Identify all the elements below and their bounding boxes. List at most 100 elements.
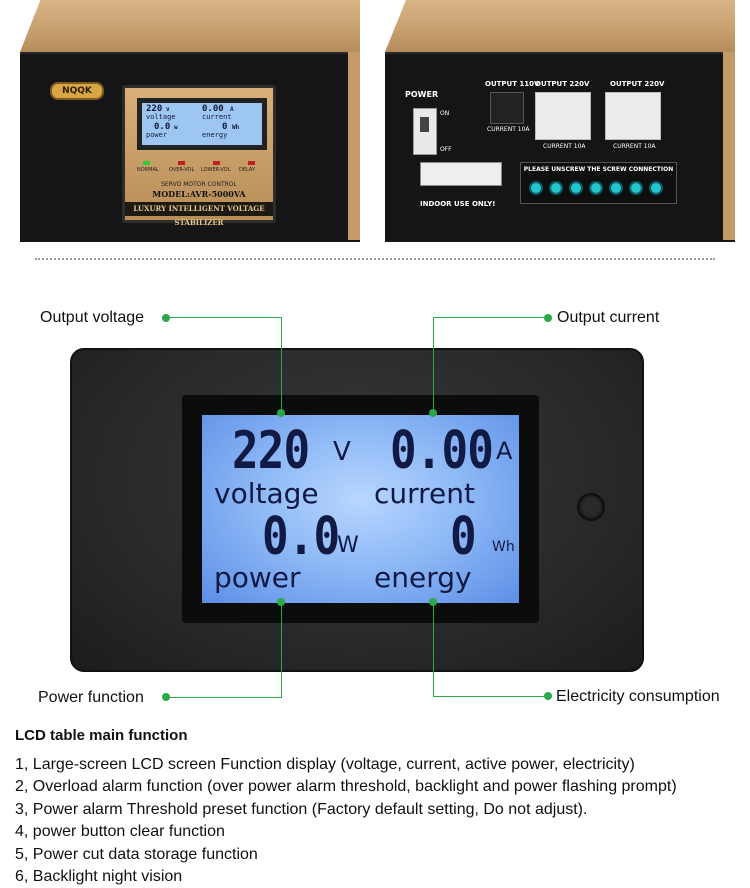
indicator-label: NORMAL: [137, 167, 159, 173]
callout-dot: [544, 314, 552, 322]
callout-line: [433, 317, 548, 318]
terminal-screw: [549, 181, 563, 195]
callout-dot: [162, 693, 170, 701]
callout-electricity-consumption: Electricity consumption: [556, 688, 720, 705]
callout-line: [281, 602, 282, 698]
outlet-label: OUTPUT 220V: [535, 80, 590, 88]
mini-lcd-voltage-unit: v: [166, 106, 170, 113]
callout-output-current: Output current: [557, 309, 660, 326]
callout-line: [433, 602, 434, 697]
mini-lcd-current-unit: A: [230, 106, 234, 113]
indicator-label: OVER-VOL: [169, 167, 195, 173]
off-label: OFF: [440, 146, 452, 153]
cabinet-top: [20, 0, 360, 52]
terminal-screw: [609, 181, 623, 195]
brand-badge: NQQK: [50, 82, 104, 100]
callout-line: [166, 317, 282, 318]
callout-line: [433, 696, 548, 697]
voltage-reading: 220: [232, 421, 310, 481]
list-item: 6, Backlight night vision: [15, 868, 183, 886]
mini-lcd-power: 0.0: [154, 122, 171, 132]
over-vol-led: [178, 161, 185, 165]
terminal-block: PLEASE UNSCREW THE SCREW CONNECTION: [520, 162, 677, 204]
power-unit: W: [337, 533, 359, 558]
lower-vol-led: [213, 161, 220, 165]
product-name-strip: LUXURY INTELLIGENT VOLTAGE STABILIZER: [125, 202, 273, 227]
terminal-screw: [589, 181, 603, 195]
list-item: 1, Large-screen LCD screen Function disp…: [15, 756, 635, 773]
model-text: MODEL:AVR-5000VA: [152, 189, 246, 199]
power-reading: 0.0: [262, 507, 340, 567]
callout-line: [166, 697, 282, 698]
voltage-label: voltage: [214, 477, 319, 510]
front-unit-photo: NQQK 220 v 0.00 A voltage current 0.0 w …: [20, 0, 360, 242]
universal-outlet: [535, 92, 591, 140]
rear-unit-photo: POWER ON OFF OUTPUT 110V CURRENT 10A OUT…: [385, 0, 735, 242]
delay-led: [248, 161, 255, 165]
terminal-screw: [529, 181, 543, 195]
power-label: POWER: [405, 90, 439, 99]
front-control-panel: 220 v 0.00 A voltage current 0.0 w 0 Wh …: [122, 85, 276, 227]
outlet-current: CURRENT 10A: [613, 143, 656, 150]
mini-lcd-display: 220 v 0.00 A voltage current 0.0 w 0 Wh …: [137, 98, 267, 150]
on-label: ON: [440, 110, 450, 117]
universal-outlet: [605, 92, 661, 140]
power-label: power: [214, 561, 301, 594]
current-reading: 0.00: [390, 421, 494, 481]
mini-lcd-power-label: power: [146, 131, 168, 139]
spec-label-plate: [420, 162, 502, 186]
indicator-label: LOWER-VOL: [201, 167, 231, 173]
energy-reading: 0: [450, 507, 477, 567]
callout-dot: [544, 692, 552, 700]
normal-led: [143, 161, 150, 165]
list-item: 5, Power cut data storage function: [15, 845, 258, 863]
callout-dot: [429, 409, 437, 417]
current-unit: A: [496, 437, 513, 465]
callout-line: [281, 317, 282, 413]
cabinet-top: [385, 0, 735, 52]
mini-lcd-energy-label: energy: [202, 131, 228, 139]
terminal-screw: [629, 181, 643, 195]
terminal-screw: [569, 181, 583, 195]
list-item: 2, Overload alarm function (over power a…: [15, 778, 677, 796]
servo-control-text: SERVO MOTOR CONTROL: [161, 181, 237, 188]
lcd-bezel: 220 V 0.00 A voltage current 0.0 W 0 Wh …: [182, 395, 539, 623]
callout-line: [433, 317, 434, 413]
callout-dot: [277, 409, 285, 417]
mini-lcd-voltage: 220: [146, 104, 163, 114]
callout-output-voltage: Output voltage: [40, 309, 145, 326]
cabinet-side: [348, 52, 360, 240]
clear-button[interactable]: [577, 493, 605, 521]
mini-lcd-current-label: current: [202, 113, 232, 121]
indoor-use-text: INDOOR USE ONLY!: [420, 200, 496, 208]
mini-lcd-power-unit: w: [174, 124, 178, 131]
panel-meter: 220 V 0.00 A voltage current 0.0 W 0 Wh …: [70, 348, 644, 672]
cabinet-side: [723, 52, 735, 240]
list-item: 3, Power alarm Threshold preset function…: [15, 800, 588, 818]
feature-list: 1, Large-screen LCD screen Function disp…: [15, 754, 677, 888]
terminal-screw: [649, 181, 663, 195]
lcd-screen: 220 V 0.00 A voltage current 0.0 W 0 Wh …: [202, 415, 519, 603]
mini-lcd-voltage-label: voltage: [146, 113, 176, 121]
energy-label: energy: [374, 561, 472, 594]
section-title: LCD table main function: [15, 727, 188, 744]
indicator-label: DELAY: [239, 167, 255, 173]
connection-notice: PLEASE UNSCREW THE SCREW CONNECTION: [523, 166, 674, 173]
power-breaker-switch[interactable]: [413, 108, 437, 155]
mini-lcd-energy-unit: Wh: [232, 124, 240, 131]
voltage-unit: V: [333, 437, 351, 467]
energy-unit: Wh: [492, 539, 515, 555]
callout-power-function: Power function: [38, 689, 144, 706]
us-outlet: [490, 92, 524, 124]
outlet-label: OUTPUT 110V: [485, 80, 540, 88]
cabinet-rear: [385, 52, 735, 242]
indicator-leds: [143, 161, 255, 165]
mini-lcd-energy: 0: [222, 122, 228, 132]
outlet-current: CURRENT 10A: [543, 143, 586, 150]
outlet-current: CURRENT 10A: [487, 126, 530, 133]
callout-dot: [162, 314, 170, 322]
dotted-divider: [35, 258, 715, 260]
mini-lcd-current: 0.00: [202, 104, 224, 114]
list-item: 4, power button clear function: [15, 823, 225, 841]
outlet-label: OUTPUT 220V: [610, 80, 665, 88]
